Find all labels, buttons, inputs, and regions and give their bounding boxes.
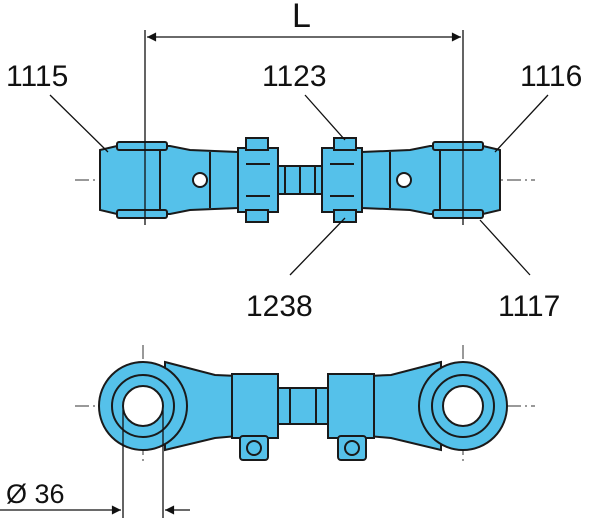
part-label-right-end: 1116 [520,60,582,93]
right-end-body [361,141,501,219]
part-leaders-top [49,94,549,276]
part-label-left-end: 1115 [6,60,68,93]
left-end-body [99,141,239,219]
eye-view: Ø 36 [0,345,535,518]
diameter-label: Ø 36 [6,479,65,509]
length-label: L [292,0,311,35]
part-label-top-center: 1123 [262,60,327,93]
part-label-bottom-center: 1238 [246,290,313,323]
part-label-bottom-right: 1117 [498,290,560,323]
side-view: L 1115 1116 1123 1238 1117 [6,0,582,323]
eye-view-body [98,360,508,461]
center-clamp-assembly [237,137,363,223]
